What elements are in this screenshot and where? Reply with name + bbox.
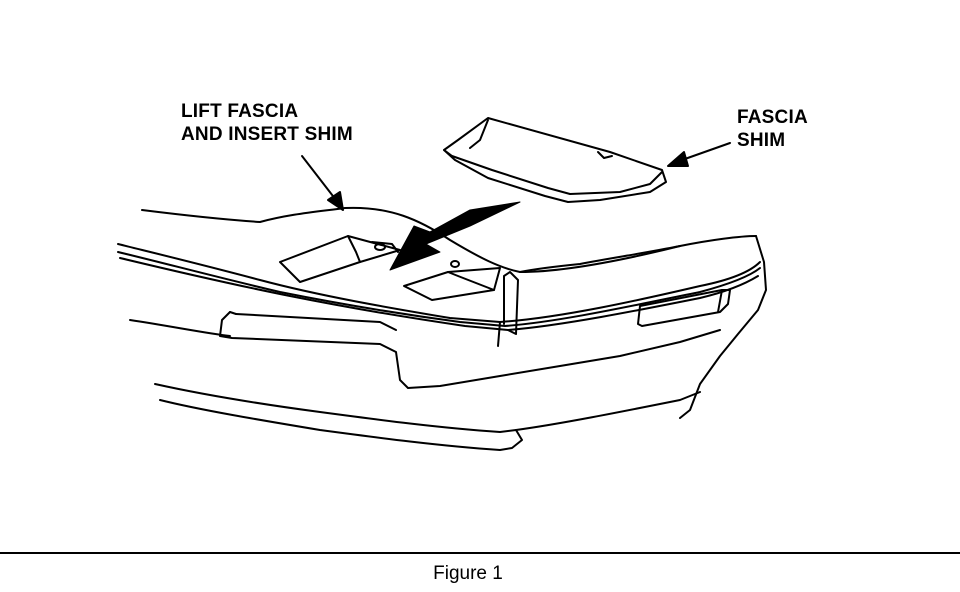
caption-divider: [0, 552, 960, 554]
side-marker-lamp: [637, 289, 731, 327]
insertion-arrow: [389, 201, 521, 271]
figure-caption: Figure 1: [433, 563, 503, 584]
callout-line: FASCIA: [737, 107, 808, 128]
fascia-shim-callout: FASCIA SHIM: [737, 106, 808, 152]
callout-line: AND INSERT SHIM: [181, 124, 353, 145]
shim-callout-arrow: [667, 142, 731, 167]
fascia-shim-part: [443, 117, 667, 203]
lift-fascia-leader-arrow: [301, 155, 344, 211]
callout-line: LIFT FASCIA: [181, 101, 299, 122]
bumper-fascia: [117, 206, 767, 451]
lift-fascia-callout: LIFT FASCIA AND INSERT SHIM: [181, 100, 353, 146]
callout-line: SHIM: [737, 130, 786, 151]
